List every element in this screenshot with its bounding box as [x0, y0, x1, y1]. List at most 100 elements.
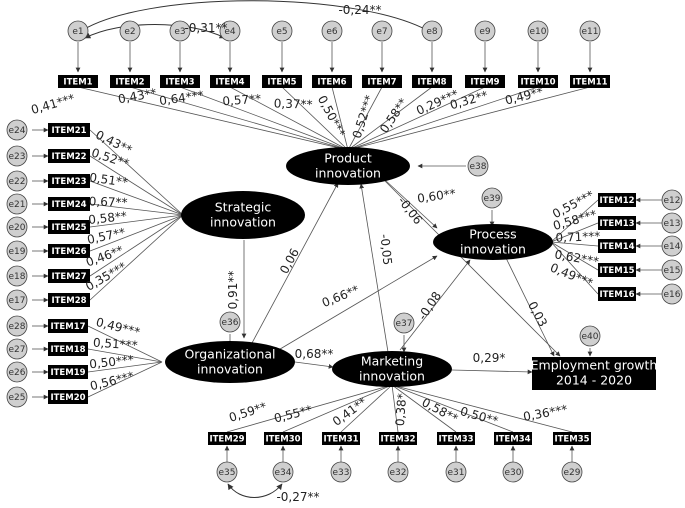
item-box-item8-label: ITEM8	[417, 78, 446, 88]
error-e23-label: e23	[9, 152, 26, 162]
item-box-item7	[362, 75, 402, 88]
error-e27	[6, 338, 28, 360]
covariance-e35-e34	[227, 483, 283, 498]
error-e4	[219, 20, 241, 42]
error-e10	[527, 20, 549, 42]
item-box-item17	[48, 319, 88, 333]
loading-item28	[89, 214, 184, 301]
item-box-item22-label: ITEM22	[51, 152, 86, 162]
error-e21	[6, 193, 28, 215]
construct-marketing	[332, 351, 452, 387]
loading-item15	[550, 241, 599, 271]
loading-label-item29: 0,59**	[227, 400, 268, 425]
item-box-item16	[598, 287, 636, 301]
error-e31-label: e31	[448, 468, 465, 478]
item-box-item7-label: ITEM7	[367, 78, 396, 88]
loading-label-item2: 0,43**	[117, 86, 158, 107]
loading-item25	[89, 214, 184, 228]
item-box-item4-label: ITEM4	[215, 78, 244, 88]
error-e36-label: e36	[222, 318, 239, 328]
loading-item16	[550, 241, 599, 295]
construct-process	[433, 224, 553, 260]
item-box-item8	[412, 75, 452, 88]
loading-label-item32: 0,38*	[393, 393, 409, 427]
item-box-item29-label: ITEM29	[209, 435, 244, 445]
loading-item19	[87, 361, 163, 373]
error-e19	[6, 240, 28, 262]
loading-item8	[347, 86, 433, 151]
loading-item29	[226, 384, 393, 433]
loading-label-item7: 0,52***	[350, 93, 377, 140]
error-e15-label: e15	[664, 266, 681, 276]
loading-item35	[391, 384, 573, 433]
item-box-item14-label: ITEM14	[599, 242, 634, 252]
item-box-item3-label: ITEM3	[165, 78, 194, 88]
item-box-item2	[110, 75, 150, 88]
item-box-item21	[48, 123, 90, 137]
item-box-item24-label: ITEM24	[51, 200, 86, 210]
item-box-item28-label: ITEM28	[51, 296, 86, 306]
covariance-label-e1-e8: -0,24**	[338, 3, 381, 17]
loading-item5	[281, 86, 349, 151]
path-product-growth	[384, 180, 561, 357]
error-e6-label: e6	[326, 27, 338, 37]
loading-label-item8: 0,58**	[377, 96, 410, 136]
error-e37	[393, 312, 415, 334]
loading-label-item1: 0,41***	[29, 91, 76, 117]
item-box-item35-label: ITEM35	[554, 435, 589, 445]
error-e38	[467, 155, 489, 177]
path-org-process	[269, 255, 438, 356]
item-box-item32-label: ITEM32	[380, 435, 415, 445]
loading-label-item23: 0,51**	[88, 170, 128, 189]
loading-label-item25: 0,58**	[88, 209, 128, 227]
item-box-item14	[598, 239, 636, 253]
item-box-item9	[465, 75, 505, 88]
loading-label-item33: 0,58**	[419, 395, 460, 426]
error-e5	[271, 20, 293, 42]
error-e25	[6, 386, 28, 408]
item-box-item4	[210, 75, 250, 88]
loading-item21	[89, 129, 184, 216]
item-box-item17-label: ITEM17	[50, 322, 85, 332]
error-e40-label: e40	[582, 332, 599, 342]
error-e29	[561, 461, 583, 483]
item-box-item5	[262, 75, 302, 88]
error-e33	[330, 461, 352, 483]
item-box-item5-label: ITEM5	[267, 78, 296, 88]
item-box-item31	[322, 432, 360, 445]
error-e19-label: e19	[9, 247, 26, 257]
item-box-item13	[598, 216, 636, 230]
loading-item10	[347, 86, 539, 151]
path-label-marketing-growth: 0,29*	[473, 351, 506, 365]
error-e28-label: e28	[9, 322, 26, 332]
path-label-strategic-org: 0,91**	[226, 271, 240, 310]
error-e28	[6, 315, 28, 337]
error-e39	[481, 187, 503, 209]
item-box-item33-label: ITEM33	[438, 435, 473, 445]
item-box-item30	[264, 432, 302, 445]
item-box-item10	[518, 75, 558, 88]
loading-label-item6: 0,50***	[315, 93, 348, 139]
loading-label-item5: 0,37**	[274, 96, 313, 111]
error-e9-label: e9	[479, 27, 491, 37]
error-e25-label: e25	[9, 393, 26, 403]
item-box-item34-label: ITEM34	[495, 435, 530, 445]
path-marketing-product	[359, 183, 389, 353]
loading-label-item35: 0,36***	[522, 402, 568, 424]
item-box-item24	[48, 197, 90, 211]
construct-growth	[532, 357, 656, 390]
item-box-item11-label: ITEM11	[572, 78, 607, 88]
error-e14-label: e14	[664, 242, 681, 252]
error-e39-label: e39	[484, 194, 501, 204]
loading-item18	[87, 348, 163, 363]
covariance-label-e35-e34: -0,27**	[276, 490, 319, 504]
error-e14	[661, 235, 683, 257]
covariance-label-e1-e4: -0,31**	[184, 21, 227, 35]
loading-item2	[129, 86, 349, 151]
loading-item13	[550, 222, 599, 243]
